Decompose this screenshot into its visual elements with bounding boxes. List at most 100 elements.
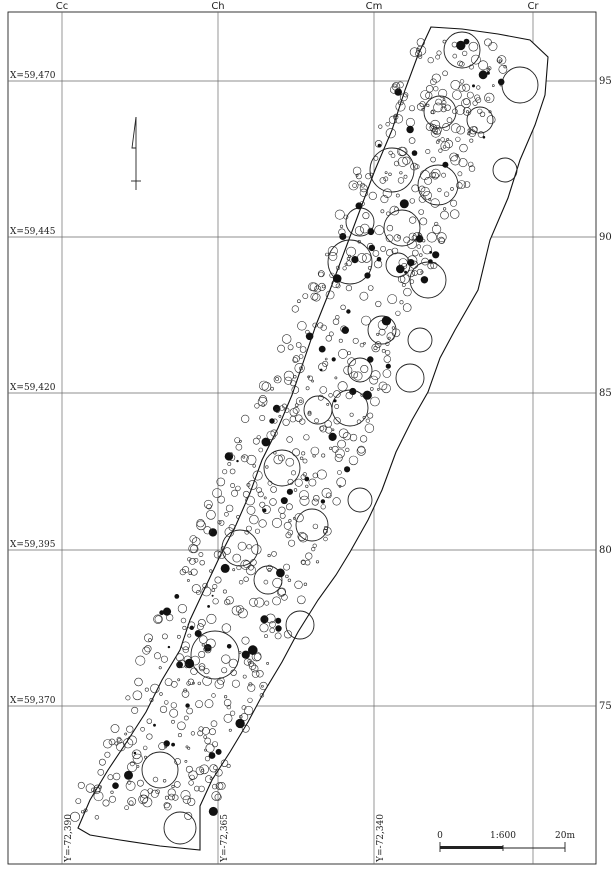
small-feature [218, 520, 225, 526]
small-feature [349, 387, 357, 396]
small-feature [311, 546, 316, 552]
small-feature [150, 789, 159, 798]
small-feature [222, 469, 228, 475]
small-feature [452, 53, 458, 59]
small-feature [186, 681, 191, 686]
small-feature [378, 328, 386, 336]
small-feature [347, 357, 356, 367]
small-feature [198, 785, 205, 793]
small-feature [208, 528, 218, 537]
small-feature [385, 341, 390, 346]
small-feature [397, 235, 401, 239]
small-feature [487, 66, 492, 71]
small-feature [429, 124, 437, 132]
small-feature [338, 428, 349, 439]
small-feature [189, 774, 195, 781]
small-feature [247, 480, 258, 490]
small-feature [124, 732, 128, 736]
small-feature [263, 579, 269, 585]
small-feature [188, 770, 198, 780]
small-feature [160, 655, 168, 663]
small-feature [302, 472, 307, 477]
pit-feature [303, 395, 333, 425]
small-feature [292, 355, 300, 363]
small-feature [271, 517, 282, 528]
small-feature [354, 226, 365, 236]
small-feature [127, 780, 132, 785]
small-feature [428, 197, 432, 201]
small-feature [317, 394, 324, 401]
x-coordinate-label: X=59,445 [10, 227, 56, 237]
small-feature [285, 574, 289, 579]
small-feature [497, 78, 505, 86]
small-feature [208, 806, 218, 816]
small-feature [435, 54, 441, 60]
small-feature [201, 586, 212, 597]
small-feature [383, 176, 389, 182]
small-feature [251, 670, 260, 678]
small-feature [186, 579, 190, 582]
small-feature [143, 745, 148, 751]
small-feature [235, 485, 241, 492]
small-feature [484, 92, 495, 103]
small-feature [393, 234, 401, 242]
small-feature [186, 707, 193, 715]
small-feature [440, 106, 447, 113]
small-feature [338, 338, 343, 343]
small-feature [388, 115, 398, 124]
small-feature [226, 644, 232, 649]
small-feature [283, 370, 295, 382]
small-feature [217, 495, 225, 504]
small-feature [116, 736, 122, 742]
small-feature [411, 249, 419, 257]
small-feature [298, 354, 304, 359]
small-feature [395, 310, 401, 316]
small-feature [217, 782, 226, 790]
small-feature [236, 515, 240, 519]
small-feature [384, 171, 388, 175]
small-feature [440, 210, 449, 220]
small-feature [435, 98, 442, 106]
small-feature [387, 336, 391, 340]
small-feature [296, 595, 306, 605]
small-feature [97, 768, 105, 776]
small-feature [127, 761, 138, 772]
small-feature [365, 418, 370, 423]
small-feature [328, 251, 338, 261]
small-feature [356, 419, 362, 424]
small-feature [195, 766, 205, 776]
small-feature [360, 393, 364, 397]
map-frame [7, 11, 597, 865]
small-feature [168, 793, 175, 801]
small-feature [307, 375, 311, 379]
small-feature [432, 125, 442, 135]
small-feature [252, 464, 256, 468]
small-feature [177, 603, 187, 614]
small-feature [305, 386, 310, 391]
small-feature [258, 519, 267, 528]
small-feature [180, 790, 191, 801]
small-feature [317, 270, 325, 278]
small-feature [419, 101, 426, 108]
small-feature [229, 452, 233, 456]
small-feature [338, 484, 342, 488]
small-feature [386, 332, 395, 341]
small-feature [442, 70, 448, 77]
small-feature [331, 357, 336, 362]
small-feature [403, 174, 408, 179]
small-feature [418, 209, 425, 215]
north-arrow-icon [131, 116, 141, 190]
small-feature [213, 550, 222, 559]
small-feature [337, 439, 346, 449]
pit-feature [443, 31, 481, 69]
small-feature [201, 727, 210, 735]
small-feature [182, 625, 187, 630]
small-feature [232, 568, 236, 572]
column-label-cc: Cc [56, 1, 68, 12]
small-feature [191, 681, 195, 685]
small-feature [179, 568, 186, 576]
small-feature [443, 207, 447, 211]
small-feature [380, 245, 386, 252]
small-feature [369, 172, 374, 177]
small-feature [228, 728, 232, 732]
